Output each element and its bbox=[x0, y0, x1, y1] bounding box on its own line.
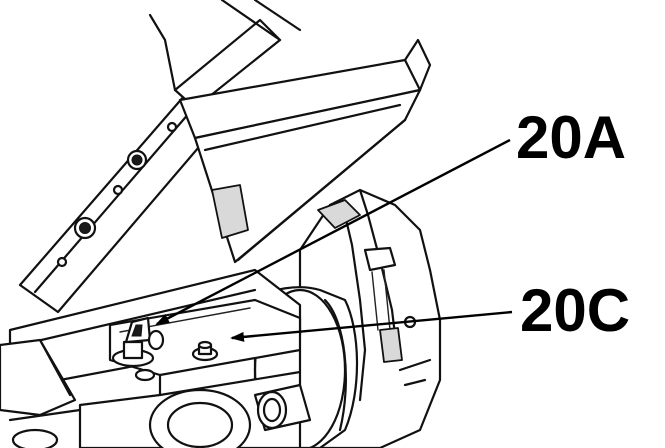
frame-rails bbox=[18, 0, 432, 314]
callout-label-20c: 20C bbox=[520, 277, 631, 344]
latch-handle bbox=[111, 316, 165, 368]
axle bbox=[8, 370, 312, 448]
leader-line-20a bbox=[155, 138, 511, 326]
callout-label-20a: 20A bbox=[516, 104, 627, 171]
leader-line-20c bbox=[230, 310, 513, 342]
brace bbox=[193, 88, 422, 264]
